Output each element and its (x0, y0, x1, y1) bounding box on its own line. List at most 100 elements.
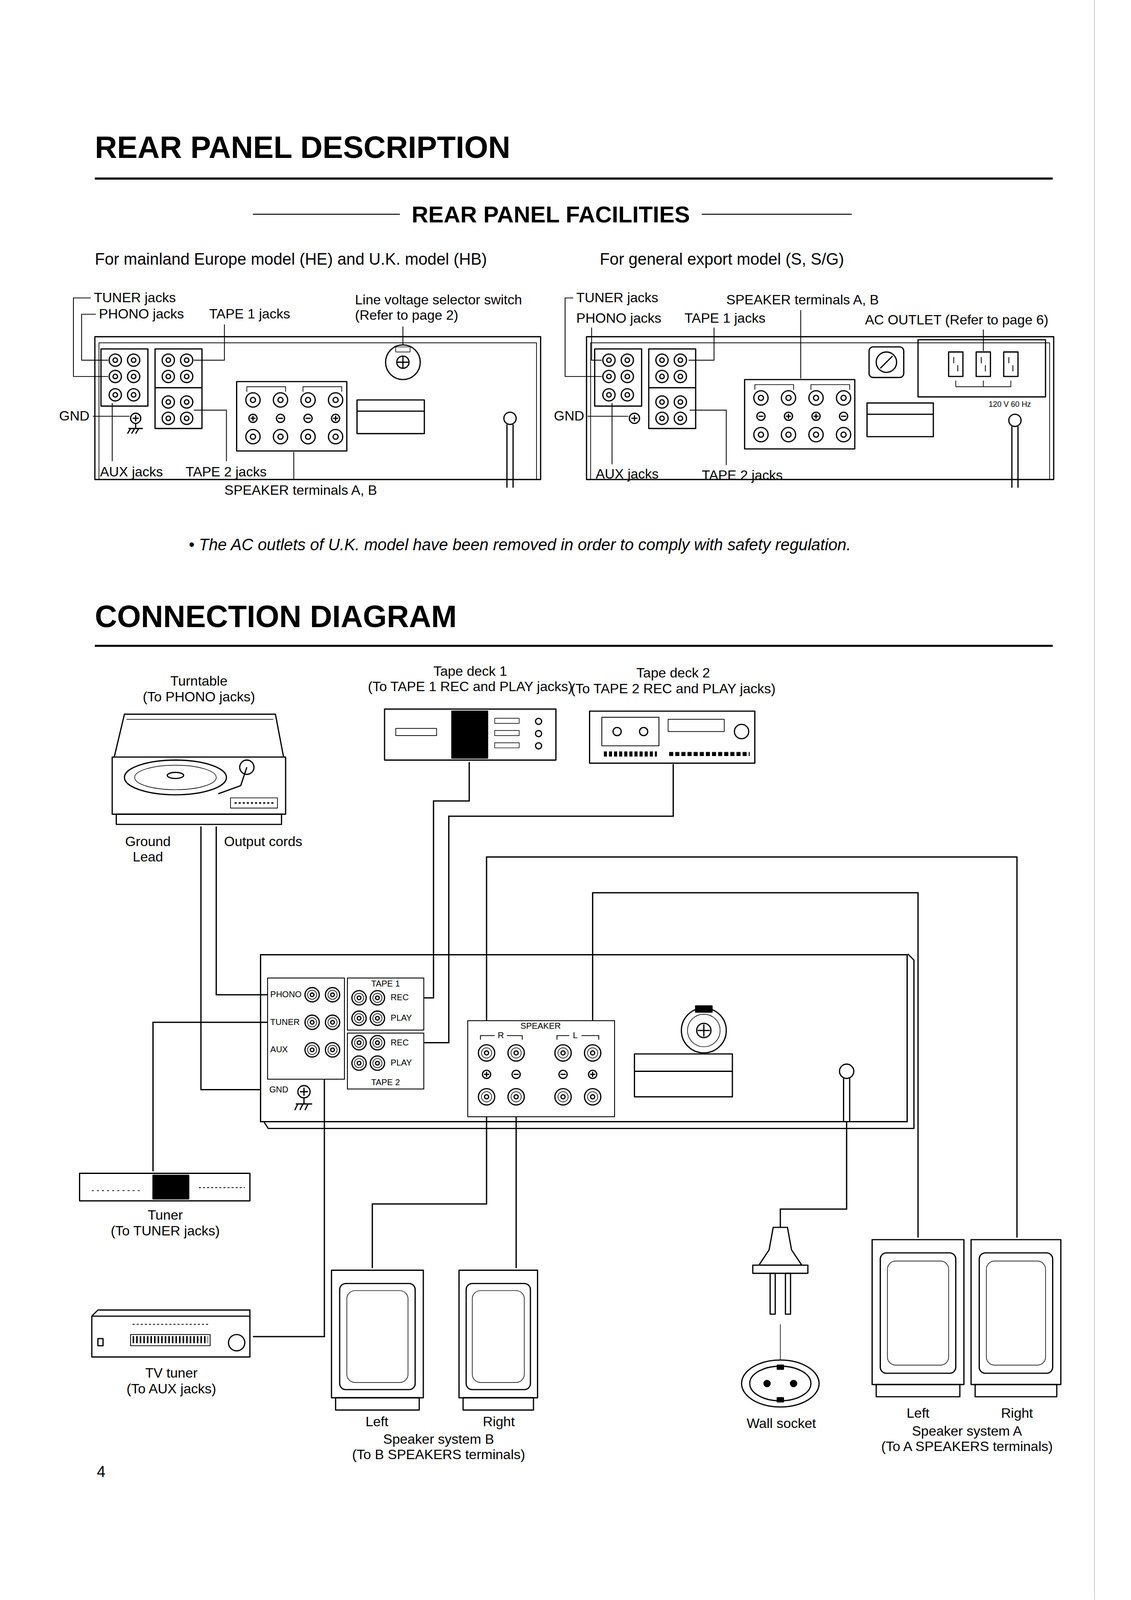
rating-plate (357, 399, 425, 434)
part-label: TAPE 1 jacks (209, 306, 291, 322)
amplifier-panel-drawing (370, 1055, 385, 1070)
device-label: (To TAPE 1 REC and PLAY jacks) (367, 678, 573, 695)
device-label: Left (365, 1413, 388, 1430)
rca-jack (674, 370, 687, 383)
speaker-cabinet (876, 1384, 960, 1397)
speaker-terminal-block (331, 413, 340, 423)
speaker-terminal-block (245, 429, 260, 444)
rca-jack (674, 395, 687, 409)
amplifier-panel-drawing (352, 1055, 367, 1070)
jack-block (594, 348, 642, 406)
cable-connector (253, 1079, 325, 1337)
selector-knob (868, 346, 904, 378)
device-caption: (To A SPEAKERS terminals) (881, 1438, 1053, 1455)
wall-plug-drawing (780, 1323, 781, 1360)
tv-tuner-drawing (91, 1315, 250, 1357)
device-label: TV tuner (126, 1364, 217, 1381)
speaker-terminal (507, 1035, 523, 1040)
speaker-terminal-block (276, 413, 285, 423)
rca-jack (180, 412, 193, 425)
rca-jack (180, 353, 193, 367)
wall-plug-drawing (752, 1265, 808, 1274)
tape-deck-drawing (603, 751, 657, 757)
speaker-terminal (554, 1088, 572, 1105)
speaker-terminal (482, 1069, 491, 1079)
speaker-terminal-block (744, 379, 855, 449)
speaker-terminal (584, 1088, 601, 1105)
device-label: Tape deck 2 (571, 664, 776, 681)
ac-outlet (948, 352, 963, 377)
speaker-cabinet (979, 1252, 1053, 1373)
speaker-terminal (478, 1035, 601, 1105)
caption-block: Tape deck 1(To TAPE 1 REC and PLAY jacks… (367, 663, 573, 695)
jack-label: TUNER (270, 1017, 300, 1027)
leader-line (982, 329, 984, 351)
device-caption: (To B SPEAKERS terminals) (352, 1446, 525, 1463)
leader-line (193, 324, 225, 361)
rear-panel-outline (94, 336, 541, 480)
ground-screw (303, 1087, 305, 1096)
speaker-terminal-block (236, 381, 347, 452)
speaker-terminal-block (245, 392, 260, 407)
ac-outlet (980, 357, 982, 364)
rca-jack (180, 370, 193, 383)
selector-knob (868, 346, 904, 378)
speaker-terminal (584, 1044, 601, 1061)
ground-screw (135, 428, 139, 434)
part-label: TAPE 1 jacks (684, 310, 766, 327)
speaker-terminal-block (303, 386, 342, 392)
turntable-drawing (218, 766, 247, 794)
speaker-terminal-block (744, 379, 855, 449)
speaker-terminal-block: SPEAKERRL (467, 1020, 616, 1117)
heading-dash (253, 213, 400, 215)
tuner-drawing (91, 1189, 143, 1191)
speaker-cabinet (463, 1397, 534, 1410)
caption-block: Left (365, 1413, 388, 1430)
amplifier-panel-drawing (370, 1010, 385, 1025)
jack-label: PLAY (390, 1012, 412, 1023)
caption-block: Wall socket (746, 1415, 817, 1432)
speaker-terminal-block (836, 390, 851, 405)
amplifier-panel-drawing (264, 953, 914, 1129)
ground-screw (130, 413, 141, 424)
rear-panel-outline (94, 336, 541, 480)
tape-deck-drawing (612, 727, 621, 736)
tape-deck-drawing (667, 719, 724, 732)
speaker-terminal (559, 1069, 568, 1079)
voltage-selector (696, 1023, 711, 1038)
speaker-terminal-block (300, 392, 315, 407)
wall-socket: Wall socket (736, 1216, 827, 1432)
ac-outlet (1012, 365, 1014, 372)
section-heading: REAR PANEL FACILITIES (411, 201, 691, 228)
leader-line (92, 415, 130, 417)
rating-plate (634, 1053, 733, 1097)
speaker-terminal-block (756, 412, 765, 421)
wall-plug-drawing (769, 1273, 776, 1315)
power-cord (504, 412, 517, 488)
power-cord (1008, 413, 1022, 488)
rca-jack (127, 370, 140, 383)
leader-line (689, 410, 727, 466)
rca-jack (655, 395, 669, 409)
amplifier-panel-drawing (352, 1035, 367, 1050)
heading-dash (701, 213, 852, 215)
amplifier-panel-drawing (370, 990, 385, 1005)
amplifier-panel-drawing (305, 1042, 320, 1057)
speaker-terminal-block (273, 392, 288, 407)
jack-label: TAPE 1 (371, 978, 400, 989)
leader-line (293, 451, 295, 480)
ac-outlet (955, 380, 1011, 387)
rear-panel-outline (586, 336, 1054, 480)
cable-connector (153, 1022, 268, 1172)
ac-outlet (1008, 357, 1010, 364)
speaker-terminal (556, 1035, 570, 1040)
jack-block (154, 387, 202, 389)
speaker-terminal-block (273, 429, 288, 444)
tape-deck-drawing (639, 727, 648, 736)
leader-line (688, 327, 715, 360)
power-cord (839, 1063, 854, 1079)
rca-jack (674, 412, 687, 425)
selector-knob (876, 352, 897, 373)
